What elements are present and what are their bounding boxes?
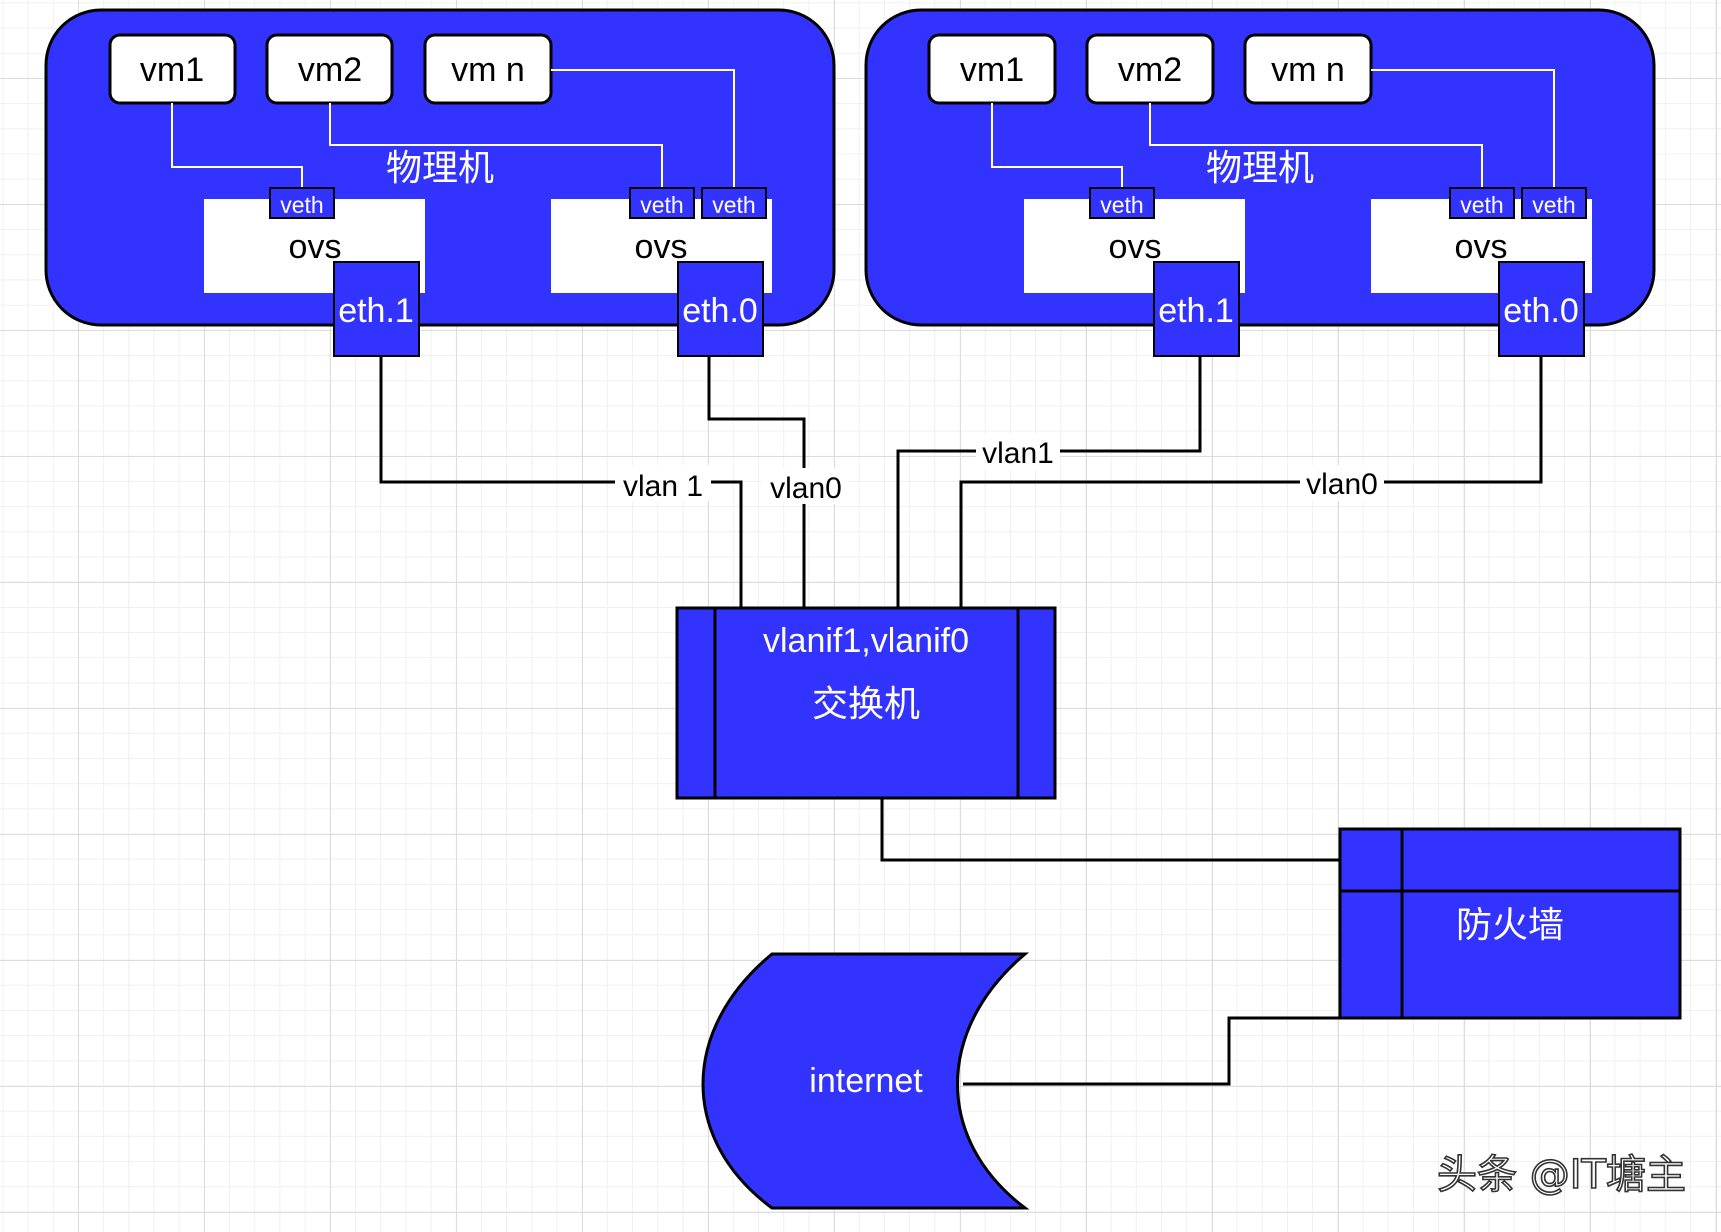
- vm-label: vm n: [451, 51, 525, 89]
- vm-label: vm1: [140, 51, 204, 89]
- host-2-vm-n[interactable]: vm n: [1243, 33, 1373, 105]
- link-firewall-internet[interactable]: [963, 1016, 1340, 1086]
- host-1-vm-2[interactable]: vm2: [265, 33, 394, 105]
- eth-label: eth.1: [338, 292, 414, 330]
- label-vlan1-h2: vlan1: [982, 437, 1054, 470]
- veth-label: veth: [280, 192, 323, 218]
- host-1-label: 物理机: [386, 148, 494, 189]
- host-2-vm-2[interactable]: vm2: [1085, 33, 1215, 105]
- link-h2-eth0[interactable]: [959, 356, 1543, 608]
- host-2-eth-0[interactable]: eth.0: [1498, 261, 1585, 357]
- ovs-label: ovs: [1455, 228, 1508, 266]
- firewall-label: 防火墙: [1456, 905, 1564, 946]
- host-1-inner-links: [171, 69, 735, 188]
- link-switch-firewall[interactable]: [880, 798, 1340, 862]
- label-vlan0-h2: vlan0: [1306, 468, 1378, 501]
- host-2-vm-1[interactable]: vm1: [927, 33, 1057, 105]
- internet[interactable]: internet: [701, 952, 1030, 1210]
- veth-label: veth: [712, 192, 755, 218]
- host-1-veth-1[interactable]: veth: [269, 187, 335, 219]
- eth-label: eth.0: [682, 292, 758, 330]
- host-1: 物理机 vm1 vm2 vm n ovs ovs: [44, 8, 836, 357]
- ovs-label: ovs: [289, 228, 342, 266]
- eth-label: eth.0: [1503, 292, 1579, 330]
- link-h1-eth1[interactable]: [379, 356, 743, 608]
- veth-label: veth: [1460, 192, 1503, 218]
- watermark: 头条 @IT塘主: [1437, 1152, 1686, 1198]
- host-1-eth-0[interactable]: eth.0: [677, 261, 764, 357]
- firewall[interactable]: 防火墙: [1338, 827, 1682, 1020]
- vm-label: vm1: [960, 51, 1024, 89]
- veth-label: veth: [1532, 192, 1575, 218]
- veth-label: veth: [640, 192, 683, 218]
- host-2-veth-2[interactable]: veth: [1449, 187, 1515, 219]
- host-2-veth-3[interactable]: veth: [1521, 187, 1587, 219]
- internet-label: internet: [809, 1062, 923, 1100]
- host-1-vm-n[interactable]: vm n: [423, 33, 553, 105]
- host-2-eth-1[interactable]: eth.1: [1153, 261, 1240, 357]
- eth-label: eth.1: [1158, 292, 1234, 330]
- ovs-label: ovs: [1109, 228, 1162, 266]
- host-2: 物理机 vm1 vm2 vm n ovs ovs veth: [864, 8, 1656, 357]
- host-2-inner-links: [991, 69, 1555, 188]
- host-1-veth-3[interactable]: veth: [701, 187, 767, 219]
- switch[interactable]: vlanif1,vlanif0 交换机: [675, 606, 1057, 800]
- switch-vlanif-label: vlanif1,vlanif0: [763, 622, 969, 660]
- vm-label: vm2: [298, 51, 362, 89]
- vm-label: vm n: [1271, 51, 1345, 89]
- ovs-label: ovs: [635, 228, 688, 266]
- link-labels: vlan 1 vlan0 vlan1 vlan0: [615, 434, 1384, 505]
- host-1-eth-1[interactable]: eth.1: [333, 261, 420, 357]
- vm-label: vm2: [1118, 51, 1182, 89]
- links: [379, 356, 1543, 1086]
- host-1-veth-2[interactable]: veth: [629, 187, 695, 219]
- link-h1-eth0[interactable]: [707, 356, 806, 608]
- host-2-veth-1[interactable]: veth: [1089, 187, 1155, 219]
- host-2-label: 物理机: [1206, 148, 1314, 189]
- label-vlan0-h1: vlan0: [770, 472, 842, 505]
- switch-label: 交换机: [812, 684, 920, 725]
- host-1-vm-1[interactable]: vm1: [108, 33, 237, 105]
- veth-label: veth: [1100, 192, 1143, 218]
- label-vlan1-h1: vlan 1: [623, 470, 703, 503]
